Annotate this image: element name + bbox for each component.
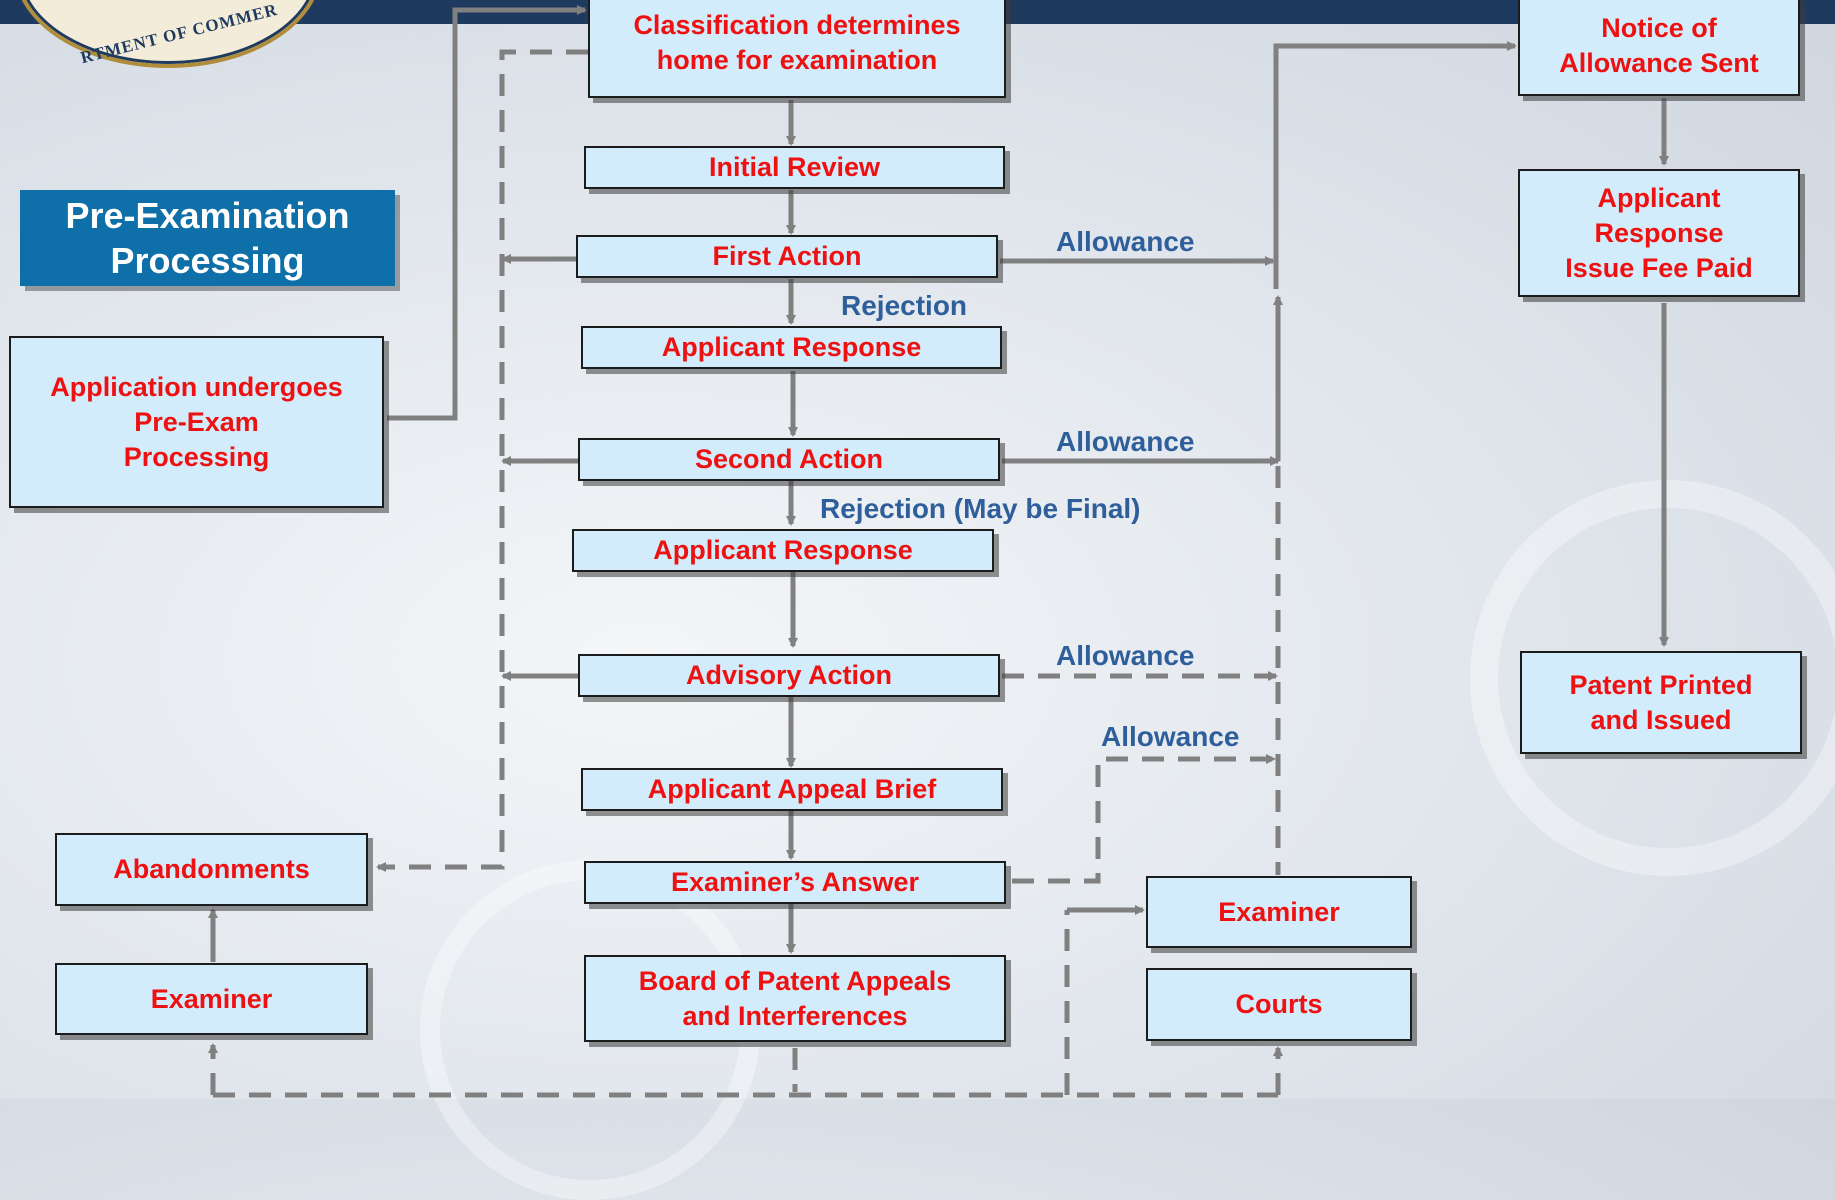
box-examiner-right: Examiner bbox=[1146, 876, 1412, 948]
arrow-to-notice bbox=[1273, 41, 1517, 289]
arrow-preexam-to-classification bbox=[387, 5, 587, 421]
box-initial-review: Initial Review bbox=[584, 146, 1005, 189]
box-second-action: Second Action bbox=[578, 438, 1000, 481]
box-courts: Courts bbox=[1146, 968, 1412, 1041]
label-rejection: Rejection bbox=[841, 290, 968, 321]
box-applicant-response-2: Applicant Response bbox=[572, 529, 994, 572]
box-examiner-left: Examiner bbox=[55, 963, 368, 1035]
label-allowance-answer: Allowance bbox=[1101, 721, 1240, 752]
box-classification: Classification determines home for exami… bbox=[588, 0, 1006, 98]
dashed-abandon-line bbox=[376, 49, 588, 872]
pre-examination-title: Pre-Examination Processing bbox=[20, 190, 395, 286]
box-pre-exam-processing: Application undergoes Pre-Exam Processin… bbox=[9, 336, 384, 508]
box-examiners-answer: Examiner’s Answer bbox=[584, 861, 1006, 904]
box-board: Board of Patent Appeals and Interference… bbox=[584, 955, 1006, 1042]
box-issue-fee-paid: Applicant Response Issue Fee Paid bbox=[1518, 169, 1800, 297]
box-patent-issued: Patent Printed and Issued bbox=[1520, 651, 1802, 754]
flow-arrows bbox=[208, 5, 1669, 1098]
box-notice-of-allowance: Notice of Allowance Sent bbox=[1518, 0, 1800, 96]
box-advisory-action: Advisory Action bbox=[578, 654, 1000, 697]
box-first-action: First Action bbox=[576, 235, 998, 278]
label-rejection-final: Rejection (May be Final) bbox=[820, 493, 1141, 524]
label-allowance-second: Allowance bbox=[1056, 426, 1195, 457]
label-allowance-advisory: Allowance bbox=[1056, 640, 1195, 671]
box-appeal-brief: Applicant Appeal Brief bbox=[581, 768, 1003, 811]
dashed-answer-allowance bbox=[1012, 754, 1276, 884]
box-applicant-response-1: Applicant Response bbox=[581, 326, 1002, 369]
label-allowance-first: Allowance bbox=[1056, 226, 1195, 257]
box-abandonments: Abandonments bbox=[55, 833, 368, 906]
